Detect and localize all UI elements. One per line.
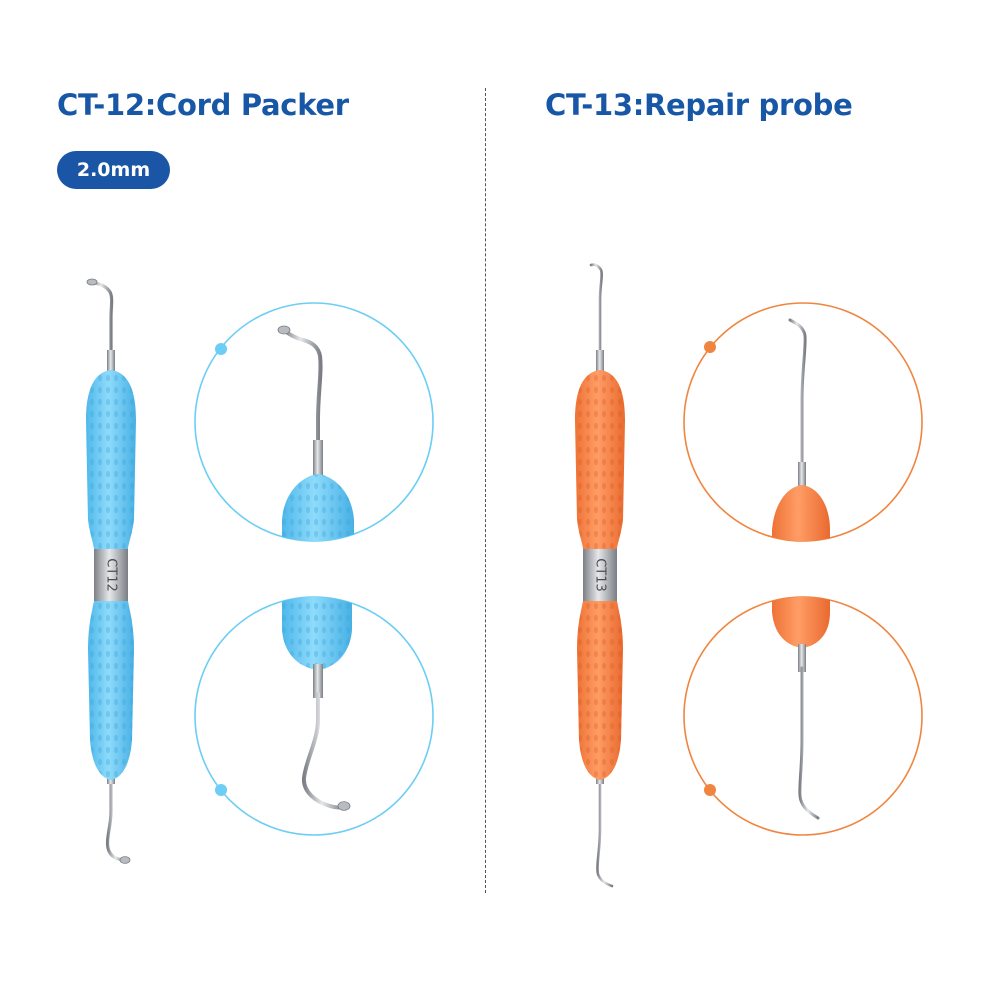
dashed-divider: [485, 88, 486, 893]
label-ct13: CT13: [593, 558, 608, 592]
zoom-circle-bottom-left: [194, 596, 434, 836]
zoom-circle-bottom-right: [683, 596, 923, 836]
title-cord-packer: CT-12:Cord Packer: [57, 88, 349, 122]
zoom-circle-top-right: [683, 302, 923, 542]
zoom-circle-top-left: [194, 302, 434, 542]
label-ct12: CT12: [104, 558, 119, 592]
instrument-ct12: CT12: [86, 278, 136, 864]
title-repair-probe: CT-13:Repair probe: [545, 88, 853, 122]
instrument-ct13: CT13: [575, 263, 625, 888]
size-badge: 2.0mm: [57, 151, 170, 189]
